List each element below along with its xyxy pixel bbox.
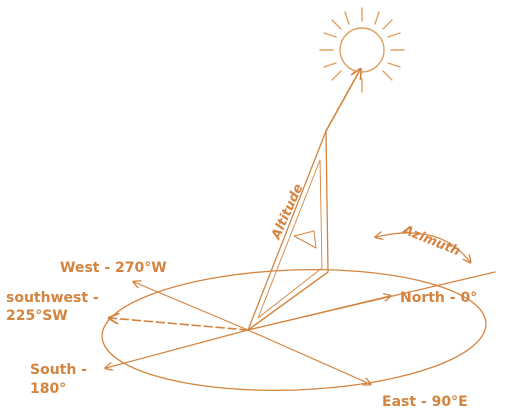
label-west: West - 270°W: [60, 260, 167, 276]
label-altitude: Altitude: [269, 182, 307, 243]
label-north: North - 0°: [400, 290, 477, 306]
south-line: [106, 329, 249, 368]
horizon-ellipse: [101, 269, 487, 391]
direction-lines: [106, 271, 496, 384]
label-south-line1: South -: [30, 362, 87, 378]
label-southwest-line1: southwest -: [6, 290, 99, 306]
southwest-line: [110, 318, 249, 331]
label-southwest-line2: 225°SW: [6, 308, 68, 324]
sun-icon: [319, 7, 405, 93]
west-line: [134, 282, 249, 331]
label-east: East - 90°E: [382, 394, 468, 410]
label-south-line2: 180°: [30, 381, 66, 397]
label-azimuth: Azimuth: [400, 222, 463, 259]
azimuth-arc: [376, 233, 470, 262]
east-line: [247, 329, 370, 384]
altitude-triangle: [247, 70, 360, 331]
azimuth-reference-line: [247, 271, 496, 331]
